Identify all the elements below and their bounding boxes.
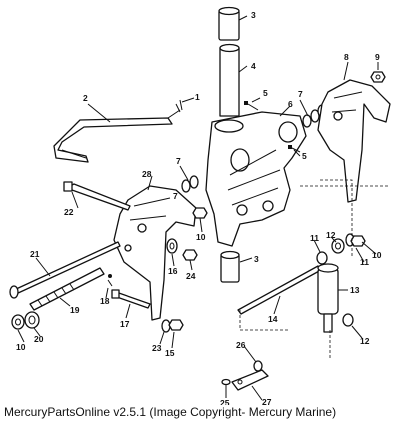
callout-21: 21 — [30, 249, 40, 259]
callout-3: 3 — [254, 254, 259, 264]
part-3-upper-bushing[interactable] — [218, 6, 240, 41]
callout-3: 3 — [251, 10, 256, 20]
part-13-cylinder[interactable] — [317, 263, 339, 333]
part-6-swivel-bracket[interactable] — [205, 111, 307, 247]
part-16-washer[interactable] — [166, 238, 178, 254]
callout-7: 7 — [173, 191, 178, 201]
part-1-pin[interactable] — [175, 99, 183, 113]
part-4-tube[interactable] — [219, 43, 240, 117]
part-14-rod[interactable] — [237, 265, 322, 315]
callout-1: 1 — [195, 92, 200, 102]
part-8-clamp-bracket-right[interactable] — [317, 79, 391, 203]
callout-10: 10 — [196, 232, 206, 242]
callout-5: 5 — [263, 88, 268, 98]
callout-2: 2 — [83, 93, 88, 103]
exploded-parts-diagram: 3 4 2 1 5 6 7 5 7 7 8 9 28 22 10 11 12 1… — [9, 6, 391, 405]
callout-27: 27 — [262, 397, 272, 405]
part-2-tilt-lock-handle[interactable] — [53, 109, 181, 163]
callout-7: 7 — [176, 156, 181, 166]
part-23-washer[interactable] — [161, 319, 171, 333]
callout-17: 17 — [120, 319, 130, 329]
part-10-nut-right[interactable] — [350, 235, 366, 247]
part-10-nut-middle[interactable] — [192, 207, 208, 219]
part-24-nut[interactable] — [182, 249, 198, 261]
callout-6: 6 — [288, 99, 293, 109]
callout-7: 7 — [298, 89, 303, 99]
part-12-pin[interactable] — [342, 313, 354, 327]
callout-5: 5 — [302, 151, 307, 161]
callout-9: 9 — [375, 52, 380, 62]
part-18-pin[interactable] — [107, 274, 113, 287]
callout-16: 16 — [168, 266, 178, 276]
part-5-screw[interactable] — [288, 145, 301, 153]
part-17-bolt[interactable] — [111, 289, 151, 309]
callout-23: 23 — [152, 343, 162, 353]
callout-10: 10 — [372, 250, 382, 260]
part-21-tilt-tube[interactable] — [9, 241, 121, 299]
part-10-washer-left[interactable] — [11, 314, 25, 330]
part-25-screw[interactable] — [221, 378, 231, 395]
callout-20: 20 — [34, 334, 44, 344]
callout-12: 12 — [360, 336, 370, 346]
part-26-nut[interactable] — [253, 360, 263, 372]
callout-4: 4 — [251, 61, 256, 71]
part-11-bushing[interactable] — [316, 251, 328, 265]
leader-lines — [17, 15, 379, 401]
callout-labels: 3 4 2 1 5 6 7 5 7 7 8 9 28 22 10 11 12 1… — [16, 10, 382, 405]
part-20-bushing[interactable] — [24, 311, 40, 329]
image-caption: MercuryPartsOnline v2.5.1 (Image Copyrig… — [4, 405, 337, 419]
callout-18: 18 — [100, 296, 110, 306]
part-5-screw[interactable] — [244, 101, 259, 111]
callout-19: 19 — [70, 305, 80, 315]
callout-25: 25 — [220, 398, 230, 405]
alignment-lines — [239, 179, 390, 358]
callout-28: 28 — [142, 169, 152, 179]
callout-22: 22 — [64, 207, 74, 217]
callout-10: 10 — [16, 342, 26, 352]
part-19-threaded-rod[interactable] — [29, 267, 105, 311]
callout-8: 8 — [344, 52, 349, 62]
callout-11: 11 — [310, 233, 319, 243]
part-7-washer-set[interactable] — [181, 175, 199, 193]
callout-11: 11 — [360, 257, 369, 267]
part-22-bolt[interactable] — [63, 181, 131, 211]
callout-24: 24 — [186, 271, 196, 281]
callout-15: 15 — [165, 348, 175, 358]
part-3-lower-bushing[interactable] — [220, 250, 240, 283]
callout-14: 14 — [268, 314, 278, 324]
part-12-bushing[interactable] — [331, 238, 345, 254]
callout-13: 13 — [350, 285, 360, 295]
part-27-plate[interactable] — [231, 369, 269, 391]
callout-26: 26 — [236, 340, 246, 350]
part-9-nut[interactable] — [370, 71, 386, 83]
callout-12: 12 — [326, 230, 336, 240]
part-15-nut[interactable] — [168, 319, 184, 331]
